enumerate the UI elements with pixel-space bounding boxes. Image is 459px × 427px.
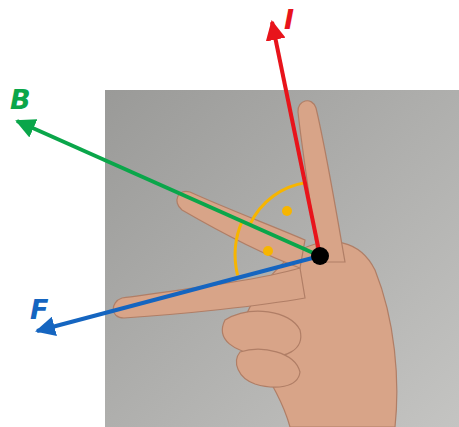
field-label: B (10, 86, 31, 113)
current-label: I (284, 6, 294, 33)
force-arrow (37, 256, 320, 331)
origin-dot (311, 247, 329, 265)
right-angle-dot (263, 246, 273, 256)
right-angle-dot (282, 206, 292, 216)
force-label: F (30, 296, 48, 323)
current-arrow (272, 22, 320, 256)
hand (113, 101, 397, 427)
angle-arc (235, 221, 242, 276)
field-arrow (17, 121, 320, 256)
angle-arc (250, 183, 307, 225)
photo-background (105, 90, 459, 427)
